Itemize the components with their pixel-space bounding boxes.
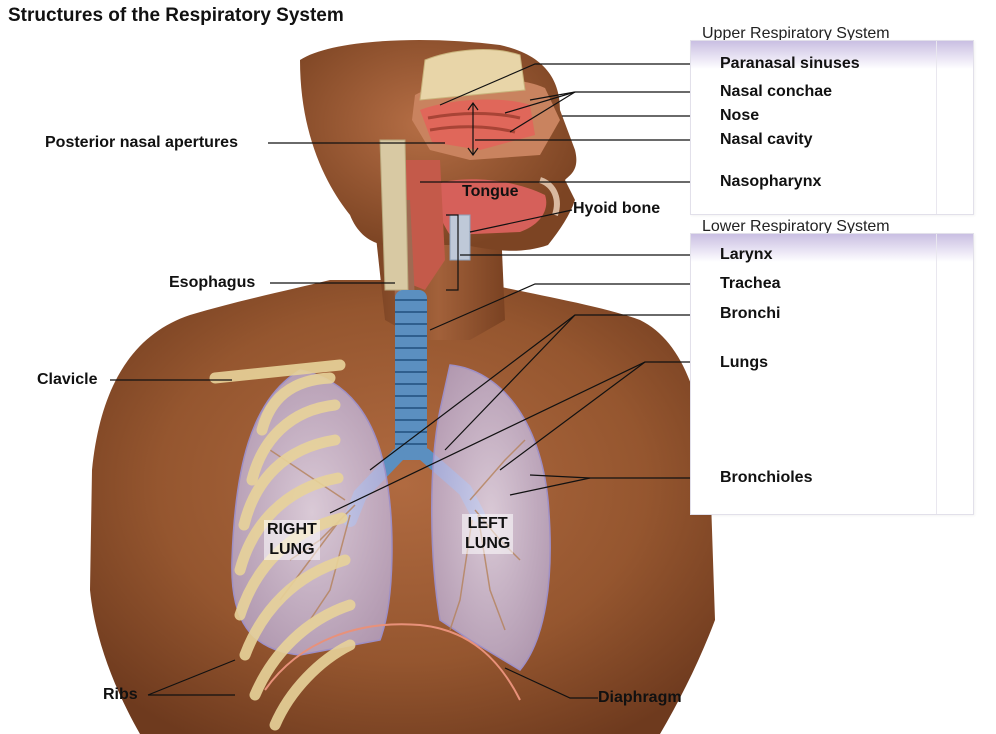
label-bronchi: Bronchi [720,305,781,322]
upper-panel-divider [936,41,937,214]
label-ribs: Ribs [103,686,138,703]
label-hyoid-bone: Hyoid bone [573,200,661,217]
label-nasal-conchae: Nasal conchae [720,83,833,100]
label-bronchioles: Bronchioles [720,469,813,486]
diaphragm-curve [264,623,521,701]
right-lung-line2: LUNG [269,541,315,558]
label-nasopharynx: Nasopharynx [720,173,822,190]
upper-system-panel [690,40,974,215]
label-tongue: Tongue [462,183,519,200]
lower-system-heading: Lower Respiratory System [702,218,890,235]
label-larynx: Larynx [720,246,773,263]
label-esophagus: Esophagus [169,274,256,291]
upper-panel-band [691,41,973,69]
upper-system-heading: Upper Respiratory System [702,25,890,42]
head-section [379,49,560,300]
label-clavicle: Clavicle [37,371,98,388]
label-posterior-nasal-apertures: Posterior nasal apertures [45,134,238,151]
left-lung-line1: LEFT [467,515,508,532]
label-nose: Nose [720,107,760,124]
label-nasal-cavity: Nasal cavity [720,131,813,148]
label-trachea: Trachea [720,275,781,292]
label-right-lung: RIGHT LUNG [264,520,320,560]
label-diaphragm: Diaphragm [598,689,682,706]
lower-panel-band [691,234,973,262]
left-lung-line2: LUNG [465,535,511,552]
diagram-title: Structures of the Respiratory System [8,5,344,26]
label-paranasal-sinuses: Paranasal sinuses [720,55,860,72]
lower-system-panel [690,233,974,515]
label-left-lung: LEFT LUNG [462,514,514,554]
right-lung-line1: RIGHT [267,521,317,538]
label-lungs: Lungs [720,354,768,371]
lower-panel-divider [936,234,937,514]
